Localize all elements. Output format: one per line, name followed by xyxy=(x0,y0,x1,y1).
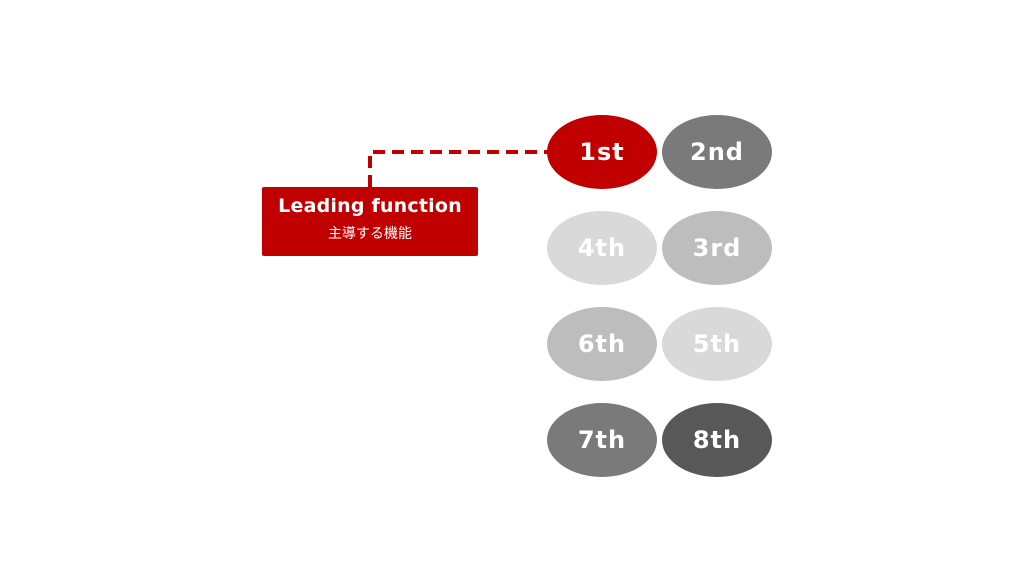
node-2nd: 2nd xyxy=(662,115,772,189)
callout-subtitle: 主導する機能 xyxy=(328,226,412,242)
leading-function-callout: Leading function 主導する機能 xyxy=(262,187,478,256)
node-6th: 6th xyxy=(547,307,657,381)
node-1st: 1st xyxy=(547,115,657,189)
node-4th: 4th xyxy=(547,211,657,285)
node-7th: 7th xyxy=(547,403,657,477)
callout-title: Leading function xyxy=(278,195,462,217)
node-8th: 8th xyxy=(662,403,772,477)
node-5th: 5th xyxy=(662,307,772,381)
node-3rd: 3rd xyxy=(662,211,772,285)
